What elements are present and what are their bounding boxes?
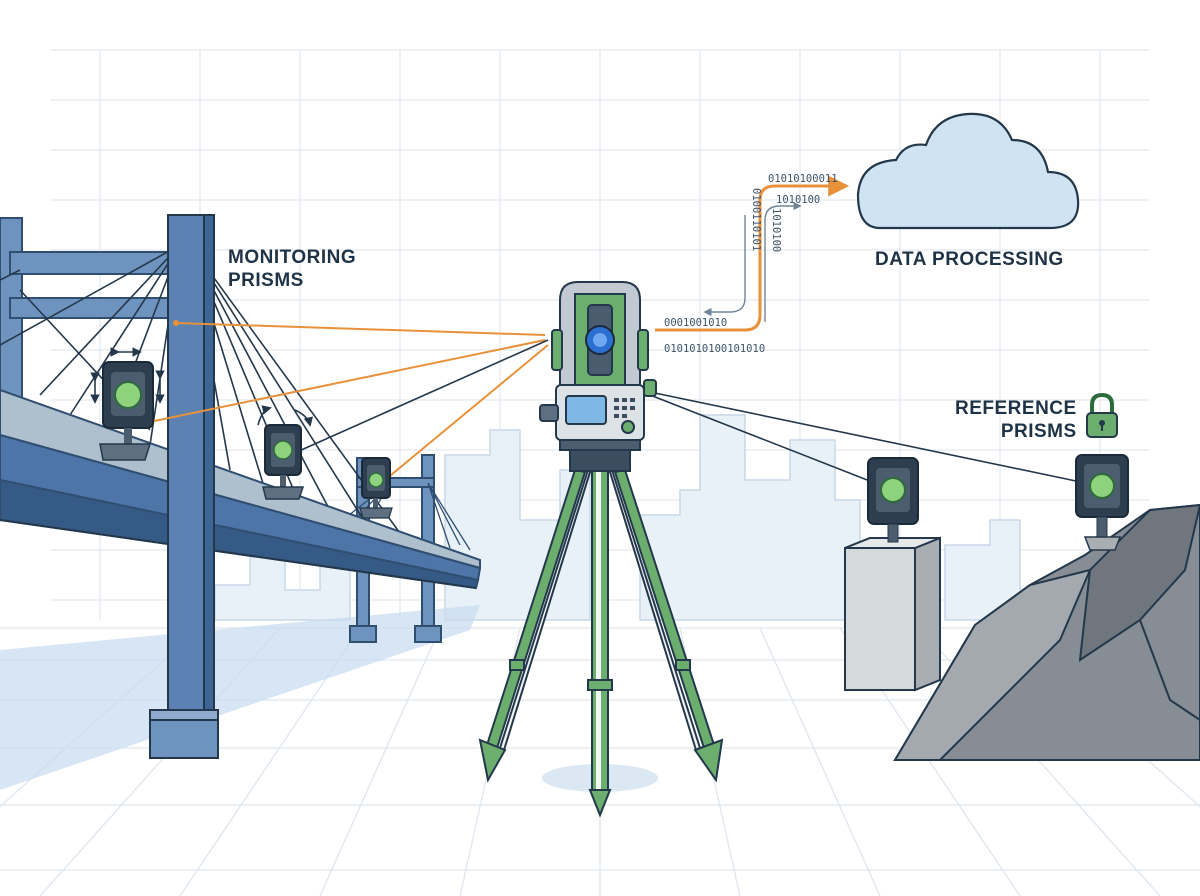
binary-right-vertical: 1010100 (770, 208, 782, 252)
reference-prism-1 (867, 457, 919, 543)
reference-prism-2 (1075, 454, 1129, 551)
monitoring-prisms-label: MONITORING PRISMS (228, 246, 356, 292)
data-return-arrow-1 (764, 201, 802, 322)
bridge-shadow (0, 605, 480, 790)
reference-label-line1: REFERENCE (955, 398, 1077, 419)
reference-label-line2: PRISMS (1000, 421, 1077, 442)
binary-left-vertical: 0100110101 (750, 188, 762, 251)
total-station-icon (539, 281, 657, 472)
data-flow: 01010100011 1010100 0001001010 010101010… (655, 173, 850, 355)
bridge-near-tower-top (0, 217, 186, 419)
binary-top: 01010100011 (768, 173, 838, 185)
data-flow-arrow (655, 175, 850, 332)
data-processing-label: DATA PROCESSING (875, 249, 1064, 270)
monitoring-prism-3 (359, 457, 393, 519)
monitoring-label-line1: MONITORING (228, 247, 357, 268)
reference-prisms-label: REFERENCE PRISMS (955, 397, 1077, 443)
bridge-deck (0, 388, 482, 590)
binary-middle: 0001001010 (664, 317, 727, 329)
monitoring-prism-2 (262, 424, 305, 500)
pillar-icon (844, 536, 941, 692)
monitoring-prism-1 (99, 361, 154, 461)
cloud-icon (856, 112, 1080, 230)
lock-icon (1086, 392, 1118, 438)
city-skyline (214, 414, 1021, 621)
binary-upper: 1010100 (776, 194, 820, 206)
dark-sight-lines (289, 339, 1096, 486)
movement-arrows (90, 347, 314, 427)
monitoring-label-line2: PRISMS (228, 270, 304, 291)
bridge-main-tower (149, 214, 219, 759)
orange-sight-lines (134, 322, 549, 481)
binary-bottom: 0101010100101010 (664, 343, 765, 355)
data-return-arrow-2 (703, 215, 746, 317)
rock-icon (893, 503, 1200, 761)
